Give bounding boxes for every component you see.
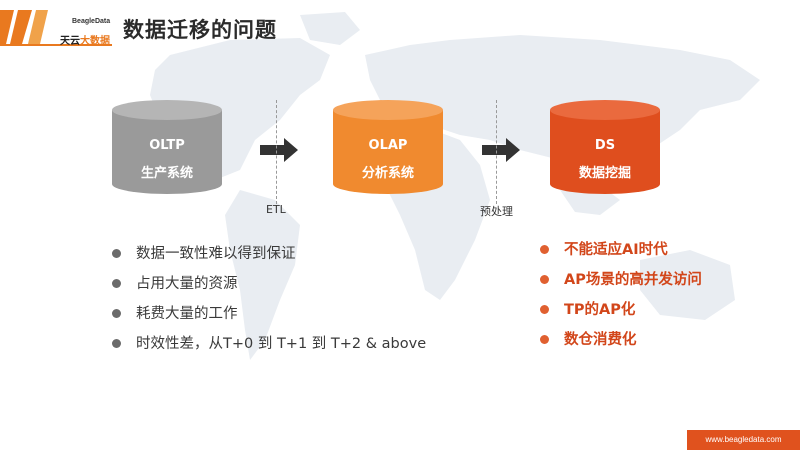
arrow-right-icon [482, 138, 520, 162]
footer-website: www.beagledata.com [687, 430, 800, 450]
step-label-etl: ETL [266, 203, 286, 216]
bullet-icon [112, 339, 121, 348]
bullet-icon [540, 305, 549, 314]
bullet-icon [540, 335, 549, 344]
cylinder-icon [550, 100, 660, 194]
cylinder-icon [112, 100, 222, 194]
logo-text-en: BeagleData [72, 18, 111, 25]
stage-subtitle: 生产系统 [140, 166, 193, 181]
brand-logo: BeagleData 天云大数据 [0, 4, 112, 48]
logo-mark [0, 10, 112, 46]
bullet-icon [112, 309, 121, 318]
logo-cn-accent: 大数据 [80, 36, 110, 47]
list-item-text: 数据一致性难以得到保证 [136, 246, 296, 262]
step-label-preprocess: 预处理 [480, 205, 513, 218]
stage-title: OLTP [149, 138, 185, 153]
list-item-text: 时效性差，从T+0 到 T+1 到 T+2 & above [136, 336, 427, 352]
list-item-text: AP场景的高并发访问 [564, 272, 702, 288]
bullet-icon [112, 249, 121, 258]
stage-subtitle: 数据挖掘 [578, 166, 631, 181]
list-item-text: TP的AP化 [564, 302, 636, 318]
logo-text-cn: 天云大数据 [60, 32, 110, 47]
bullet-icon [112, 279, 121, 288]
cylinder-icon [333, 100, 443, 194]
stage-title: DS [594, 138, 616, 153]
logo-cn-main: 天云 [60, 36, 80, 47]
stage-ds: DS 数据挖掘 [550, 100, 660, 194]
bullet-icon [540, 275, 549, 284]
list-item-text: 占用大量的资源 [136, 276, 238, 292]
list-item-text: 不能适应AI时代 [564, 242, 668, 258]
divider-dashed [496, 100, 497, 204]
divider-dashed [276, 100, 277, 204]
list-item-text: 耗费大量的工作 [136, 306, 238, 322]
bullet-icon [540, 245, 549, 254]
stage-olap: OLAP 分析系统 [333, 100, 443, 194]
stage-oltp: OLTP 生产系统 [112, 100, 222, 194]
page-title: 数据迁移的问题 [123, 18, 277, 42]
stage-title: OLAP [368, 138, 408, 153]
arrow-right-icon [260, 138, 298, 162]
list-item-text: 数仓消费化 [564, 332, 637, 348]
stage-subtitle: 分析系统 [361, 166, 414, 181]
